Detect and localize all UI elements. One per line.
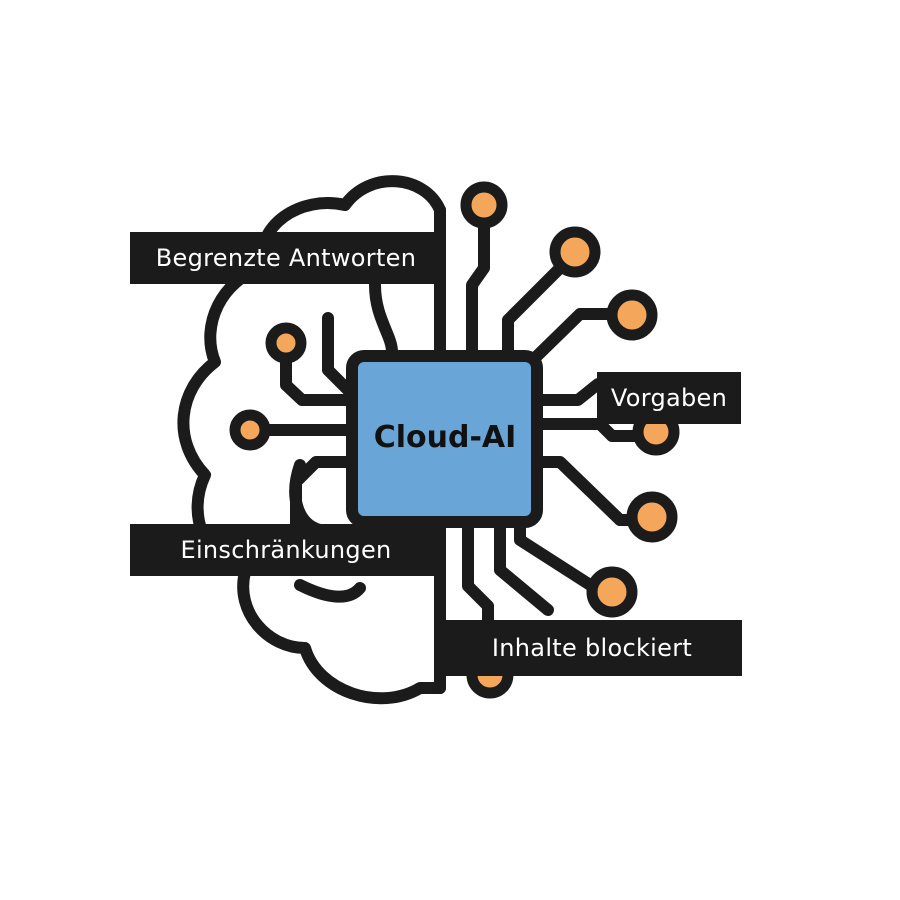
label-begrenzte-antworten: Begrenzte Antworten [130,232,442,284]
circuit-node-right-1 [606,289,658,341]
brain-outline-icon [177,175,446,705]
trace-right-7 [514,516,604,596]
circuit-node-left-1 [265,322,307,364]
trace-right-1 [466,206,490,362]
circuit-node-left-2 [229,409,271,451]
label-inhalte-blockiert: Inhalte blockiert [442,620,742,676]
brain-fold-upper [369,279,398,358]
trace-left-top [322,312,358,400]
trace-right-5 [531,418,646,442]
trace-right-2 [502,250,578,362]
cpu-chip-icon [346,350,543,528]
trace-bottom-2 [494,516,554,616]
brain-fold-bottom [294,579,366,603]
trace-left-low [290,456,358,530]
circuit-node-right-3 [626,491,678,543]
trace-right-4 [531,378,604,406]
chip-label: Cloud-AI [373,419,517,455]
label-vorgaben: Vorgaben [597,372,741,424]
trace-left-node1 [280,338,358,406]
circuit-node-bottom-right [586,566,638,618]
circuit-node-top [460,181,508,229]
label-einschraenkungen: Einschränkungen [130,524,442,576]
circuit-node-upper-right [549,226,601,278]
